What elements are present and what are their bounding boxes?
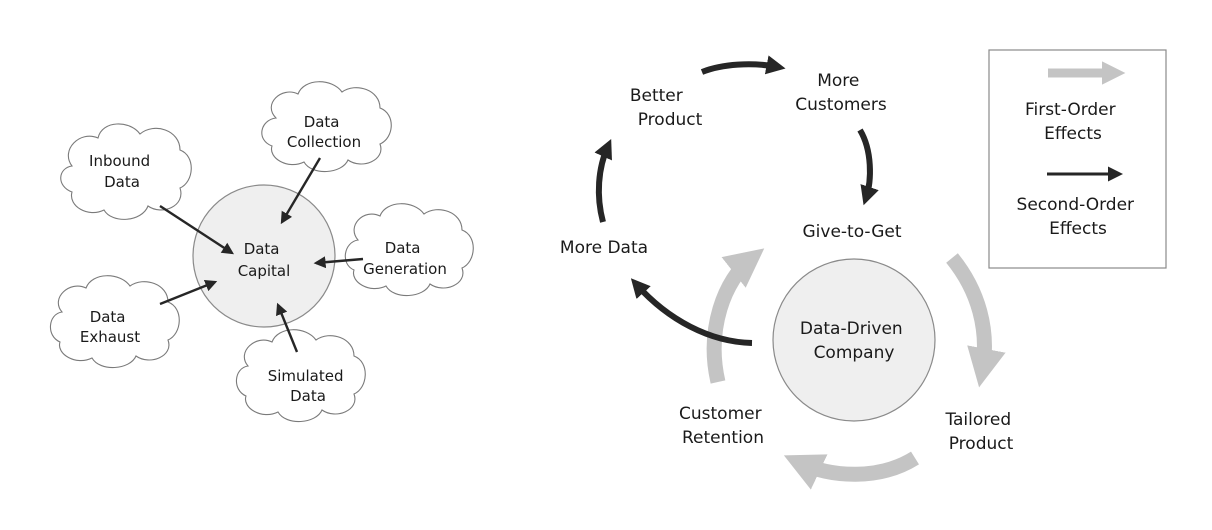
first-order-arrow-bottom	[783, 451, 919, 490]
data-driven-company-label: Data-Driven Company	[800, 319, 908, 363]
second-order-arrow-lower-left	[630, 278, 753, 346]
tailored-product-label: Tailored Product	[944, 410, 1016, 454]
data-driven-company-circle	[772, 258, 936, 422]
legend: First-Order Effects Second-Order Effects	[988, 49, 1167, 269]
more-data-label: More Data	[560, 238, 648, 258]
first-order-arrow-top-right	[946, 253, 1006, 388]
more-customers-label: More Customers	[795, 71, 887, 115]
legend-second-order-label: Second-Order Effects	[1017, 195, 1140, 239]
data-generation-label: Data Generation	[363, 239, 447, 278]
inbound-data-cloud: Inbound Data	[60, 123, 192, 220]
collection-to-capital-arrow	[280, 157, 322, 225]
simulated-data-cloud: Simulated Data	[235, 329, 366, 423]
data-capital-label: Data Capital	[238, 240, 291, 280]
inbound-data-label: Inbound Data	[89, 152, 155, 191]
generation-to-capital-arrow	[313, 256, 364, 269]
second-order-arrow-upper-left	[594, 139, 612, 223]
data-driven-company-group: Data-Driven Company	[772, 258, 936, 422]
customer-retention-label: Customer Retention	[679, 404, 767, 448]
data-exhaust-cloud: Data Exhaust	[49, 275, 180, 369]
data-collection-label: Data Collection	[287, 113, 361, 151]
legend-first-order-label: First-Order Effects	[1025, 100, 1121, 144]
give-to-get-label: Give-to-Get	[803, 222, 902, 242]
data-capital-circle	[192, 184, 336, 328]
better-product-label: Better Product	[630, 86, 703, 130]
data-capital-group: Data Capital	[192, 184, 336, 328]
data-exhaust-label: Data Exhaust	[80, 308, 140, 346]
simulated-data-label: Simulated Data	[268, 367, 349, 405]
second-order-arrow-top	[700, 55, 786, 75]
data-generation-cloud: Data Generation	[344, 203, 474, 297]
exhaust-to-capital-arrow	[159, 279, 218, 306]
simulated-to-capital-arrow	[276, 302, 299, 353]
data-collection-cloud: Data Collection	[261, 81, 392, 173]
first-order-arrow-left	[706, 248, 765, 384]
second-order-arrow-right	[857, 128, 879, 206]
legend-box	[988, 49, 1167, 269]
inbound-to-capital-arrow	[159, 204, 235, 255]
